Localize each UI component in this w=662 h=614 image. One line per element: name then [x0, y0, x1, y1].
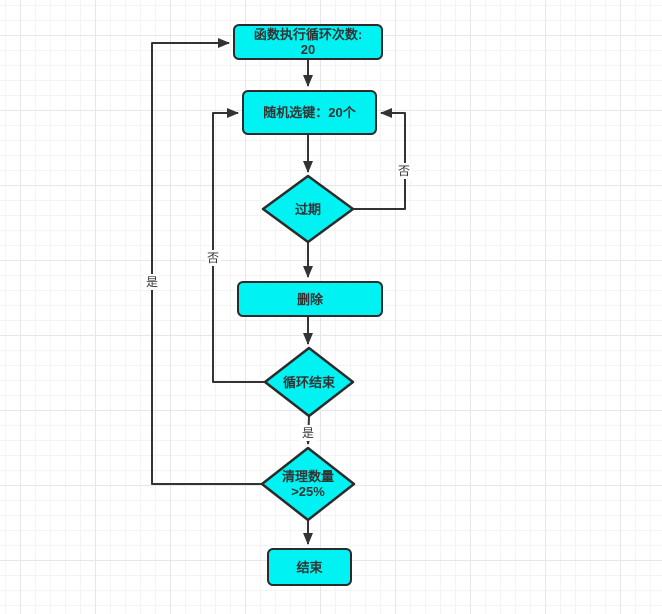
edge-label-cleanamount-yes[interactable]: 是 [144, 274, 161, 290]
edge-loopend-no-loop[interactable] [212, 108, 264, 383]
node-loop-end-shape[interactable] [263, 346, 355, 418]
node-expired-shape[interactable] [261, 174, 355, 244]
edge-expired-no-loop[interactable] [353, 108, 406, 210]
edge-label-loopend-yes[interactable]: 是 [300, 425, 317, 441]
edge-label-expired-no[interactable]: 否 [396, 163, 413, 179]
node-random-keys[interactable]: 随机选键：20个 [242, 90, 377, 135]
node-end-label: 结束 [296, 559, 323, 575]
node-loop-count[interactable]: 函数执行循环次数: 20 [233, 24, 383, 60]
node-loop-count-label-line1: 函数执行循环次数: [253, 27, 363, 42]
node-end[interactable]: 结束 [267, 548, 352, 586]
node-loop-count-label-line2: 20 [300, 42, 316, 57]
node-delete-label: 删除 [296, 291, 323, 307]
edge-cleanamount-yes-loop[interactable] [151, 38, 263, 485]
node-clean-amount-shape[interactable] [260, 446, 356, 522]
node-delete[interactable]: 删除 [237, 281, 383, 317]
edge-label-loopend-no[interactable]: 否 [205, 250, 222, 266]
node-random-keys-label: 随机选键：20个 [263, 105, 356, 120]
